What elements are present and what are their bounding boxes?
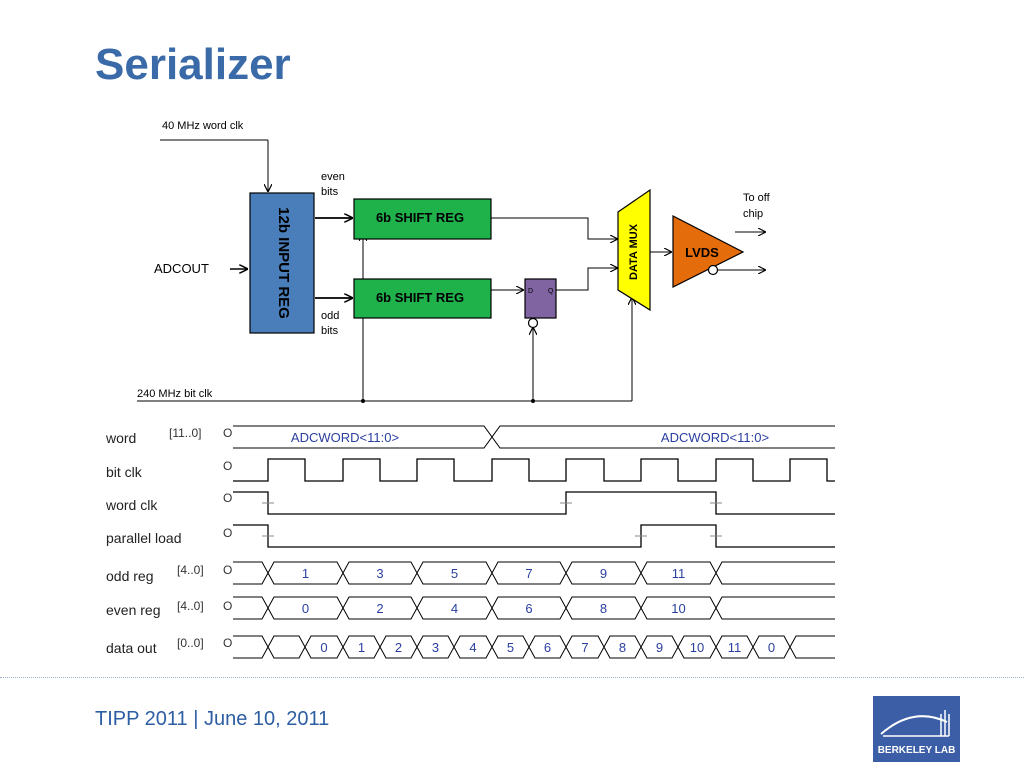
shift-register-odd-label: 6b SHIFT REG	[376, 290, 464, 305]
ff-d-label: D	[528, 288, 533, 295]
data-out-value: 0	[320, 640, 327, 655]
even-reg-value: 0	[302, 601, 309, 616]
odd-reg-value: 3	[376, 566, 383, 581]
even-bits-label-2: bits	[321, 186, 339, 198]
odd-bits-label-1: odd	[321, 310, 339, 322]
data-out-value: 11	[728, 640, 742, 655]
inverter-bubble	[527, 317, 539, 329]
even-reg-value: 4	[451, 601, 458, 616]
bus-width-word: [11..0]	[169, 426, 201, 440]
word-value-1: ADCWORD<11:0>	[291, 430, 399, 445]
signal-name-data-out: data out	[106, 640, 157, 656]
ff-q-label: Q	[548, 288, 554, 295]
junction-dot	[361, 399, 365, 403]
bus-data-outline	[233, 635, 835, 659]
lab-building-icon	[880, 710, 950, 737]
init-parallel-load: O	[223, 526, 232, 540]
input-register	[249, 192, 315, 334]
bus-odd-outline	[233, 561, 835, 585]
even-reg-value: 10	[671, 601, 685, 616]
bus-even-outline	[233, 596, 835, 620]
logo-text: BERKELEY LAB	[877, 745, 956, 756]
odd-reg-value: 9	[600, 566, 607, 581]
signal-name-word-clk: word clk	[105, 497, 158, 513]
flip-flop	[524, 278, 557, 319]
junction-dot	[531, 399, 535, 403]
odd-bits-label-2: bits	[321, 325, 339, 337]
block-diagram	[137, 139, 765, 402]
waveform-odd-reg: 1 3 5 7 9 11	[233, 561, 835, 585]
word-clk-label: 40 MHz word clk	[162, 120, 244, 132]
init-word-clk: O	[223, 491, 232, 505]
page-title: Serializer	[95, 40, 291, 89]
odd-reg-value: 1	[302, 566, 309, 581]
init-word: O	[223, 426, 232, 440]
data-out-value: 3	[432, 640, 439, 655]
to-off-chip-label-1: To off	[743, 192, 771, 204]
waveform-even-reg: 0 2 4 6 8 10	[233, 596, 835, 620]
bit-clk-label: 240 MHz bit clk	[137, 388, 213, 400]
odd-reg-value: 7	[525, 566, 532, 581]
even-reg-value: 8	[600, 601, 607, 616]
init-even-reg: O	[223, 599, 232, 613]
init-data-out: O	[223, 636, 232, 650]
data-out-value: 9	[656, 640, 663, 655]
waveform-parallel-load	[233, 524, 835, 548]
data-out-value: 5	[507, 640, 514, 655]
even-bits-label-1: even	[321, 171, 345, 183]
bus-width-data-out: [0..0]	[177, 636, 204, 650]
shift-register-even	[353, 198, 492, 240]
signal-name-odd-reg: odd reg	[106, 568, 153, 584]
signal-name-even-reg: even reg	[106, 602, 160, 618]
timing-diagram: word bit clk word clk parallel load odd …	[105, 425, 835, 659]
footer-divider	[0, 677, 1024, 678]
shift-register-even-label: 6b SHIFT REG	[376, 210, 464, 225]
signal-name-bit-clk: bit clk	[106, 464, 143, 480]
word-value-2: ADCWORD<11:0>	[661, 430, 769, 445]
data-out-value: 8	[619, 640, 626, 655]
data-out-value: 4	[469, 640, 476, 655]
to-off-chip-label-2: chip	[743, 208, 763, 220]
footer-text: TIPP 2011 | June 10, 2011	[95, 708, 330, 730]
even-reg-value: 2	[376, 601, 383, 616]
odd-reg-value: 11	[672, 566, 686, 581]
odd-reg-value: 5	[451, 566, 458, 581]
waveform-word	[233, 425, 835, 449]
signal-name-word: word	[105, 430, 136, 446]
shift-register-odd	[353, 278, 492, 319]
lvds-inverter-bubble	[707, 264, 719, 276]
signal-name-parallel-load: parallel load	[106, 530, 182, 546]
even-reg-value: 6	[525, 601, 532, 616]
data-out-value: 0	[768, 640, 775, 655]
init-odd-reg: O	[223, 563, 232, 577]
berkeley-lab-logo: BERKELEY LAB	[873, 696, 960, 762]
data-mux-label: DATA MUX	[628, 223, 640, 280]
bus-width-odd-reg: [4..0]	[177, 563, 204, 577]
data-out-value: 1	[358, 640, 365, 655]
bus-width-even-reg: [4..0]	[177, 599, 204, 613]
adcout-label: ADCOUT	[154, 261, 209, 276]
data-out-value: 10	[690, 640, 704, 655]
data-out-value: 6	[544, 640, 551, 655]
waveform-word-clk	[233, 491, 835, 515]
data-out-value: 2	[395, 640, 402, 655]
waveform-bit-clk	[233, 458, 835, 482]
input-register-label: 12b INPUT REG	[275, 207, 292, 319]
init-bit-clk: O	[223, 459, 232, 473]
data-mux	[617, 188, 651, 312]
lvds-label: LVDS	[685, 245, 719, 260]
data-out-value: 7	[581, 640, 588, 655]
serializer-diagram: 12b INPUT REG 6b SHIFT REG 6b SHIFT REG …	[105, 120, 835, 659]
waveform-data-out: 0 1 2 3 4 5 6 7 8 9 10 11 0	[233, 635, 835, 659]
